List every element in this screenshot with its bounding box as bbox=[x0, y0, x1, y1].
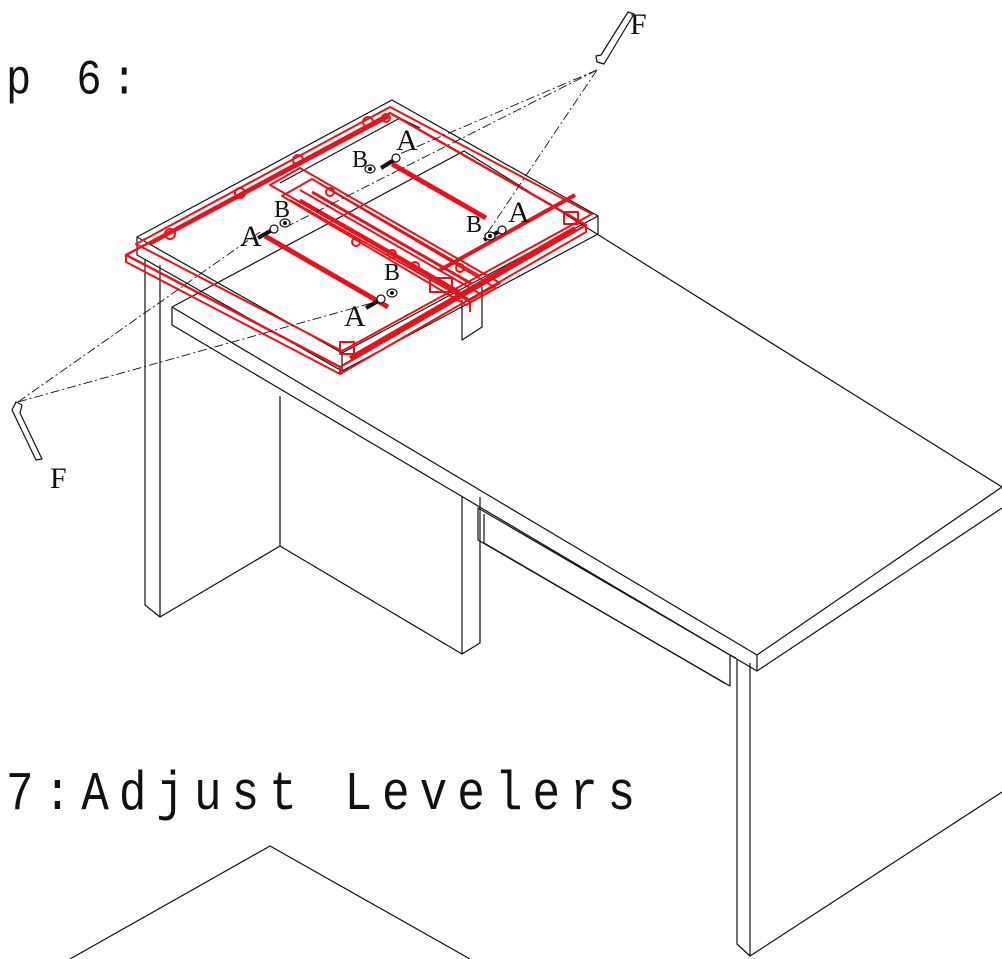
hex-key-guide-lines bbox=[17, 69, 598, 403]
callout-b-left: B bbox=[274, 197, 290, 223]
callout-a-bottom: A bbox=[344, 300, 366, 333]
callout-a-left: A bbox=[240, 220, 262, 253]
step-6-heading: p 6: bbox=[6, 52, 147, 109]
callout-f-bottom: F bbox=[50, 462, 67, 495]
drawer-front bbox=[477, 507, 731, 687]
desk bbox=[69, 150, 1002, 959]
keyboard-tray-housing bbox=[136, 99, 599, 372]
right-leg bbox=[736, 659, 1002, 957]
desk-top-edge bbox=[171, 307, 1002, 672]
callout-a-right: A bbox=[508, 196, 530, 229]
callout-b-top: B bbox=[352, 147, 368, 173]
callout-a-top: A bbox=[396, 124, 418, 157]
hex-key-icon bbox=[11, 11, 635, 461]
desk-top-surface bbox=[171, 150, 1002, 656]
right-rail bbox=[390, 161, 488, 221]
callout-f-top: F bbox=[630, 8, 647, 41]
step-7-desk-outline bbox=[69, 845, 471, 959]
step-7-heading: 7:Adjust Levelers bbox=[6, 764, 646, 826]
left-rail bbox=[263, 233, 390, 310]
callout-b-right: B bbox=[466, 212, 482, 238]
bolt-and-washer-hardware bbox=[257, 153, 507, 310]
slide-rail-assembly bbox=[124, 106, 593, 375]
callout-b-bottom: B bbox=[384, 260, 400, 286]
left-leg bbox=[144, 260, 281, 618]
